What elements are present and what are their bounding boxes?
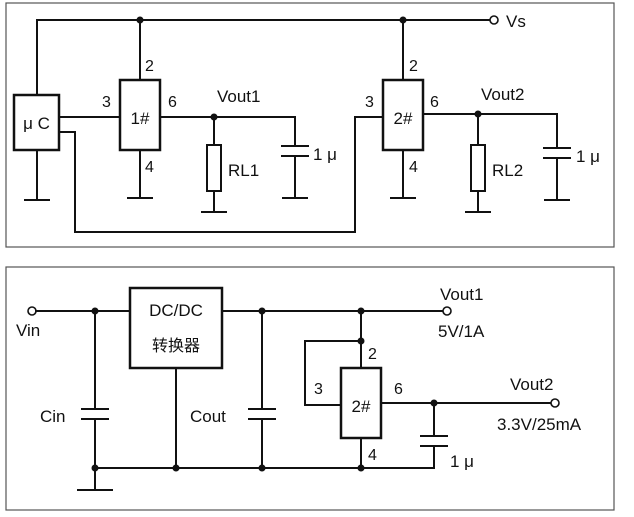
bottom-ic-pin-top: 2 <box>368 346 377 363</box>
ic-enable-wire <box>304 340 362 406</box>
dcdc-block <box>128 286 224 370</box>
cout-label: Cout <box>190 407 226 426</box>
dcdc-label-line1: DC/DC <box>149 301 203 320</box>
vout2-terminal <box>550 398 560 408</box>
cap1-label: 1 μ <box>313 145 337 164</box>
vs-terminal <box>489 15 499 25</box>
ic1-pin-top: 2 <box>145 58 154 75</box>
vin-label: Vin <box>16 321 40 340</box>
vin-terminal <box>27 306 37 316</box>
ic2-block <box>381 78 425 152</box>
ic2-label: 2# <box>394 109 413 128</box>
bottom-ic-pin-in: 3 <box>314 381 323 398</box>
ic2-pin-top: 2 <box>409 58 418 75</box>
cin-label: Cin <box>40 407 66 426</box>
top-circuit: Vs μ C 1# 3 2 6 4 Vout1 RL1 1 <box>5 2 615 248</box>
ground-junction-cin <box>91 464 99 472</box>
top-frame <box>5 2 615 248</box>
bottom-frame <box>5 266 615 511</box>
bottom-ic-label: 2# <box>352 397 371 416</box>
vout2-label: Vout2 <box>481 85 525 104</box>
bottom-cap-label: 1 μ <box>450 452 474 471</box>
vout1-spec: 5V/1A <box>438 322 485 341</box>
vout2-spec: 3.3V/25mA <box>497 415 582 434</box>
bottom-vout2-label: Vout2 <box>510 375 554 394</box>
ic1-pin-gnd: 4 <box>145 159 154 176</box>
bottom-ic-pin-out: 6 <box>394 381 403 398</box>
ic2-output-wire <box>422 113 558 149</box>
ground-junction-cout <box>258 464 266 472</box>
ic1-block <box>118 78 162 152</box>
vout1-label: Vout1 <box>217 87 261 106</box>
cap2-label: 1 μ <box>576 147 600 166</box>
bottom-ic-block <box>339 366 383 440</box>
rl2-label: RL2 <box>492 161 523 180</box>
ground-junction-dcdc <box>172 464 180 472</box>
ic2-pin-gnd: 4 <box>409 159 418 176</box>
uc-to-ic2-wire <box>58 116 384 233</box>
rl1-resistor <box>206 144 222 192</box>
bottom-vout1-label: Vout1 <box>440 285 484 304</box>
uc-label: μ C <box>23 114 50 133</box>
vout1-terminal <box>442 306 452 316</box>
ic2-pin-out: 6 <box>430 94 439 111</box>
rl1-label: RL1 <box>228 161 259 180</box>
bottom-circuit: Vin Cin DC/DC 转换器 Vout1 5V/1A Cout 2# <box>5 266 615 511</box>
ic1-label: 1# <box>131 109 150 128</box>
rl2-resistor <box>470 144 486 192</box>
ic1-output-wire <box>159 116 296 147</box>
ic1-pin-in: 3 <box>102 94 111 111</box>
dcdc-label-line2: 转换器 <box>152 336 200 355</box>
vs-rail <box>36 19 491 96</box>
vs-label: Vs <box>506 12 526 31</box>
ic2-pin-in: 3 <box>365 94 374 111</box>
ground-junction-ic <box>357 464 365 472</box>
ic1-pin-out: 6 <box>168 94 177 111</box>
bottom-ic-pin-gnd: 4 <box>368 447 377 464</box>
